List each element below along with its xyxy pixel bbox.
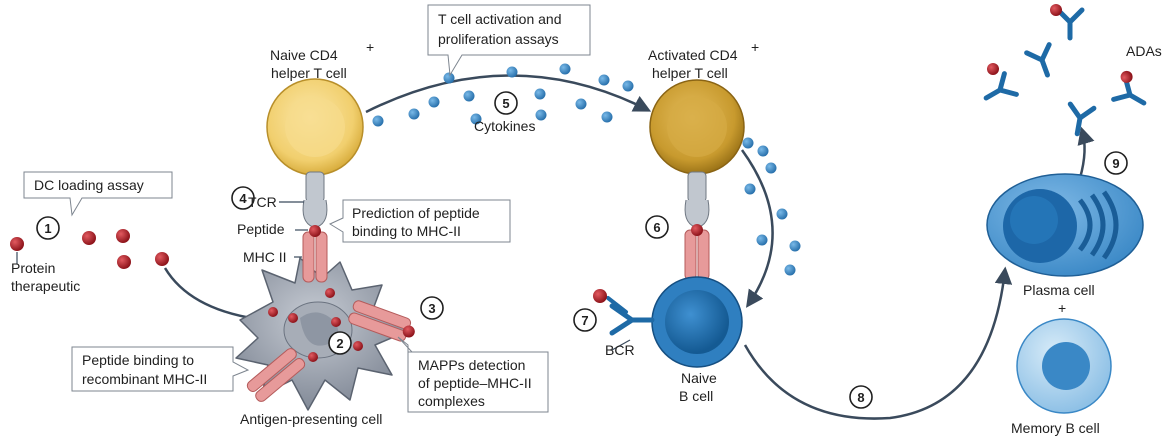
arrow-plasma-to-adas [1077, 126, 1095, 179]
naive-b-cell [651, 276, 743, 368]
tcr-receptor-activated [684, 171, 710, 228]
box-peptide-binding: Peptide binding to recombinant MHC-II [71, 346, 250, 392]
mhc-ii-left [246, 348, 306, 402]
svg-text:1: 1 [44, 221, 51, 236]
naive-t-cell [266, 78, 364, 176]
svg-text:proliferation assays: proliferation assays [438, 31, 559, 47]
ada-antibodies [983, 4, 1147, 137]
svg-text:therapeutic: therapeutic [11, 278, 80, 294]
step-6: 6 [645, 215, 669, 239]
svg-text:+: + [751, 39, 759, 55]
svg-text:6: 6 [653, 220, 660, 235]
svg-text:B cell: B cell [679, 388, 713, 404]
activated-t-label: Activated CD4 [648, 47, 738, 63]
bcr-antibody [593, 289, 655, 336]
step-7: 7 [573, 308, 597, 332]
svg-text:complexes: complexes [418, 393, 485, 409]
step-2: 2 [328, 331, 352, 355]
box-prediction: Prediction of peptide binding to MHC-II [328, 199, 511, 243]
arrow-activated-to-bcell [740, 149, 774, 308]
box-activation-assays: T cell activation and proliferation assa… [427, 4, 591, 77]
svg-text:MAPPs detection: MAPPs detection [418, 357, 525, 373]
svg-text:7: 7 [581, 313, 588, 328]
plasma-label: Plasma cell [1023, 282, 1095, 298]
peptide-label: Peptide [237, 221, 285, 237]
adas-label: ADAs [1126, 43, 1162, 59]
bcr-label: BCR [605, 342, 635, 358]
svg-text:5: 5 [502, 96, 509, 111]
svg-text:+: + [366, 39, 374, 55]
tcr-receptor [302, 171, 328, 228]
step-1: 1 [36, 216, 60, 240]
tcr-label: TCR [248, 194, 277, 210]
svg-text:3: 3 [428, 301, 435, 316]
svg-text:binding to MHC-II: binding to MHC-II [352, 223, 461, 239]
svg-text:helper T cell: helper T cell [271, 65, 347, 81]
arrow-bcell-to-plasma [743, 266, 1013, 420]
mhc-ii-right [348, 300, 415, 342]
plasma-cell [986, 173, 1144, 277]
memory-label: Memory B cell [1011, 420, 1100, 436]
box-mapps: MAPPs detection of peptide–MHC-II comple… [397, 336, 549, 413]
svg-text:helper T cell: helper T cell [652, 65, 728, 81]
leader-lines [16, 201, 631, 351]
svg-text:8: 8 [857, 390, 864, 405]
text-labels: Naive CD4 + helper T cell Activated CD4 … [11, 39, 1162, 436]
mhc-label: MHC II [243, 249, 287, 265]
svg-text:Peptide binding to: Peptide binding to [82, 352, 194, 368]
protein-label: Protein [11, 260, 55, 276]
apc-label: Antigen-presenting cell [240, 411, 382, 427]
svg-text:4: 4 [239, 191, 247, 206]
protein-molecules [10, 229, 169, 269]
step-3: 3 [420, 296, 444, 320]
naive-b-label: Naive [681, 370, 717, 386]
naive-t-label: Naive CD4 [270, 47, 338, 63]
svg-text:T cell activation and: T cell activation and [438, 11, 561, 27]
step-badges: 1 2 3 4 5 6 7 8 9 [36, 91, 1128, 409]
svg-text:9: 9 [1112, 156, 1119, 171]
cytokines-top [372, 63, 634, 127]
mhc-ii-bcell [684, 224, 710, 281]
plus-label: + [1058, 300, 1066, 316]
svg-text:DC loading assay: DC loading assay [34, 177, 144, 193]
step-4: 4 [231, 186, 255, 210]
svg-text:2: 2 [336, 336, 343, 351]
cytokines-label: Cytokines [474, 118, 535, 134]
memory-b-cell [1016, 318, 1112, 414]
cytokines-right [742, 137, 801, 276]
step-8: 8 [849, 385, 873, 409]
mhc-ii-top [302, 225, 328, 283]
step-9: 9 [1104, 151, 1128, 175]
step-5: 5 [494, 91, 518, 115]
svg-text:Prediction of peptide: Prediction of peptide [352, 205, 480, 221]
svg-text:of peptide–MHC-II: of peptide–MHC-II [418, 375, 532, 391]
box-dc-loading: DC loading assay [23, 171, 173, 217]
svg-text:recombinant MHC-II: recombinant MHC-II [82, 371, 207, 387]
activated-t-cell [649, 79, 745, 175]
